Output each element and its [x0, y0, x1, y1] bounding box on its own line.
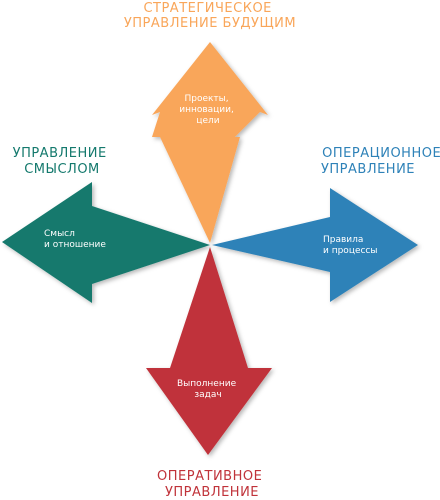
meaning-heading-line2: СМЫСЛОМ — [24, 162, 100, 177]
arrow-down-operative — [146, 247, 272, 455]
operative-heading-line1: ОПЕРАТИВНОЕ — [157, 469, 262, 484]
svg-text:ОПЕРАТИВНОЕ УПРАВЛЕНИЕ: ОПЕРАТИВНОЕ УПРАВЛЕНИЕ — [157, 469, 267, 500]
meaning-heading-line1: УПРАВЛЕНИЕ — [13, 146, 107, 161]
strategic-inner-line2: инновации, — [179, 105, 234, 115]
operative-inner-line2: задач — [194, 390, 221, 400]
svg-text:СТРАТЕГИЧЕСКОЕ УПРАВЛЕНИЕ: СТРАТЕГИЧЕСКОЕ УПРАВЛЕНИЕ БУДУЩИМ — [124, 1, 296, 31]
svg-text:Правила и процессы: Правила и процессы — [323, 235, 377, 256]
operative-heading-line2: УПРАВЛЕНИЕ — [165, 485, 259, 500]
operational-inner-line2: и процессы — [323, 246, 377, 256]
meaning-inner-line1: Смысл — [44, 229, 75, 239]
svg-text:Выполнение задач: Выполнение задач — [177, 379, 239, 400]
arrow-left-meaning — [2, 182, 210, 303]
arrow-right-operational — [212, 188, 418, 302]
strategic-heading-line1: СТРАТЕГИЧЕСКОЕ — [143, 1, 271, 16]
meaning-inner-line2: и отношение — [44, 240, 106, 250]
svg-text:УПРАВЛЕНИЕ СМЫСЛОМ: УПРАВЛЕНИЕ СМЫСЛОМ — [13, 146, 112, 177]
arrow-up-strategic — [152, 42, 268, 243]
operational-heading-line2: УПРАВЛЕНИЕ — [321, 162, 415, 177]
svg-text:ОПЕРАЦИОННОЕ УПРАВЛЕНИЕ: ОПЕРАЦИОННОЕ УПРАВЛЕНИЕ — [321, 146, 440, 177]
operational-heading-line1: ОПЕРАЦИОННОЕ — [322, 146, 440, 161]
svg-text:Смысл и отношение: Смысл и отношение — [44, 229, 106, 250]
svg-text:Проекты, инновации, це: Проекты, инновации, цели — [179, 94, 237, 126]
strategic-inner-line3: цели — [196, 116, 219, 126]
strategic-heading-line2: УПРАВЛЕНИЕ БУДУЩИМ — [124, 16, 296, 31]
strategic-inner-line1: Проекты, — [184, 94, 228, 104]
operative-inner-line1: Выполнение — [177, 379, 237, 389]
operational-inner-line1: Правила — [323, 235, 363, 245]
